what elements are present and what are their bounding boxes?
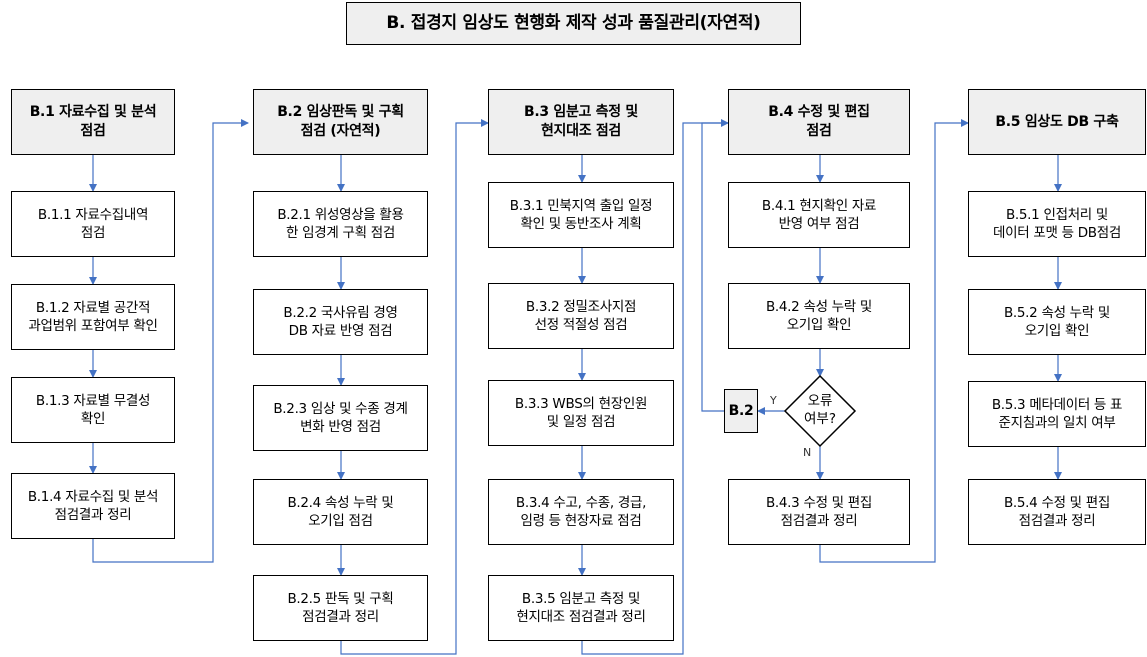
step-box-b3-2: B.3.2 정밀조사지점 선정 적절성 점검	[488, 283, 674, 349]
column-2-header: B.2 임상판독 및 구획 점검 (자연적)	[253, 89, 428, 155]
connector-b2-loop	[701, 122, 728, 412]
step-box-b2-1: B.2.1 위성영상을 활용 한 임경계 구획 점검	[253, 191, 428, 257]
step-box-b2-2: B.2.2 국사유림 경영 DB 자료 반영 점검	[253, 289, 428, 355]
column-3-header: B.3 임분고 측정 및 현지대조 점검	[488, 89, 674, 155]
page-title: B. 접경지 임상도 현행화 제작 성과 품질관리(자연적)	[346, 2, 801, 45]
column-5-header: B.5 임상도 DB 구축	[968, 89, 1146, 155]
step-box-b3-4: B.3.4 수고, 수종, 경급, 임령 등 현장자료 점검	[488, 479, 674, 545]
step-box-b2-3: B.2.3 임상 및 수종 경계 변화 반영 점검	[253, 385, 428, 451]
decision-label: 오류 여부?	[803, 393, 836, 427]
step-box-b5-4: B.5.4 수정 및 편집 점검결과 정리	[968, 479, 1146, 545]
column-4-header: B.4 수정 및 편집 점검	[728, 89, 910, 155]
step-box-b2-4: B.2.4 속성 누락 및 오기입 점검	[253, 479, 428, 545]
step-box-b1-4: B.1.4 자료수집 및 분석 점검결과 정리	[11, 473, 175, 539]
connector-b1-to-b2	[92, 119, 249, 563]
decision-diamond	[783, 374, 857, 448]
step-box-b5-1: B.5.1 인접처리 및 데이터 포맷 등 DB점검	[968, 191, 1146, 257]
step-box-b1-2: B.1.2 자료별 공간적 과업범위 포함여부 확인	[11, 284, 175, 350]
connector-b2-to-b3	[340, 119, 489, 655]
step-box-b5-3: B.5.3 메타데이터 등 표 준지침과의 일치 여부	[968, 381, 1146, 447]
step-box-b1-3: B.1.3 자료별 무결성 확인	[11, 377, 175, 443]
step-box-b3-5: B.3.5 임분고 측정 및 현지대조 점검결과 정리	[488, 575, 674, 641]
column-1-header: B.1 자료수집 및 분석 점검	[11, 89, 175, 155]
step-box-b5-2: B.5.2 속성 누락 및 오기입 확인	[968, 289, 1146, 355]
step-box-b1-1: B.1.1 자료수집내역 점검	[11, 191, 175, 257]
step-box-b2-5: B.2.5 판독 및 구획 점검결과 정리	[253, 575, 428, 641]
decision-target-b2: B.2	[724, 389, 758, 433]
connector-b4-to-b5	[819, 119, 969, 563]
decision-no-label: N	[803, 446, 812, 459]
step-box-b4-1: B.4.1 현지확인 자료 반영 여부 점검	[728, 182, 910, 248]
step-box-b4-3: B.4.3 수정 및 편집 점검결과 정리	[728, 479, 910, 545]
decision-yes-label: Y	[770, 394, 777, 407]
step-box-b4-2: B.4.2 속성 누락 및 오기입 확인	[728, 283, 910, 349]
connector-b3-to-b4	[581, 119, 729, 655]
step-box-b3-1: B.3.1 민북지역 출입 일정 확인 및 동반조사 계획	[488, 182, 674, 248]
step-box-b3-3: B.3.3 WBS의 현장인원 및 일정 점검	[488, 380, 674, 446]
